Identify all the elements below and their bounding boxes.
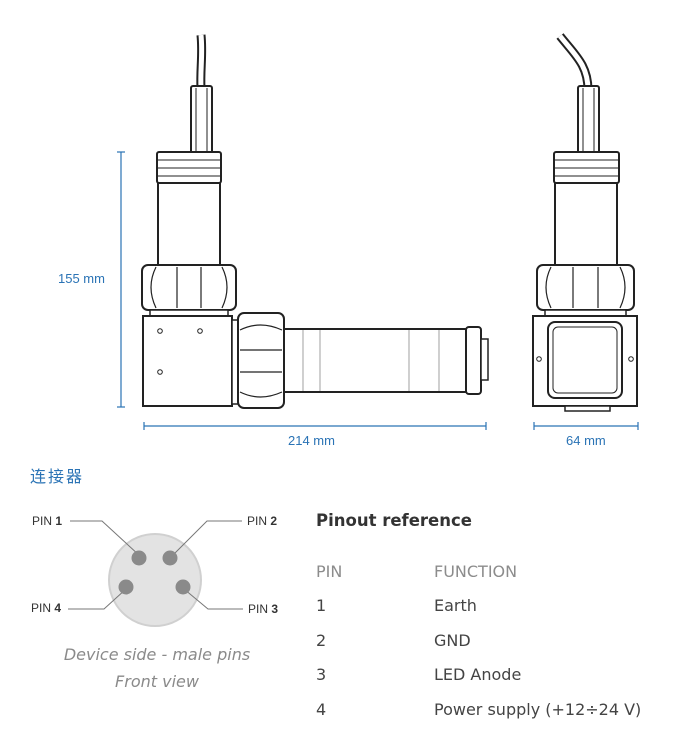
row-pin: 4 <box>316 700 327 719</box>
row-function: LED Anode <box>434 665 522 684</box>
connector-diagram <box>68 520 243 627</box>
pin-4-label: PIN 4 <box>31 601 62 615</box>
pin-2-label: PIN 2 <box>247 514 278 528</box>
pin-3 <box>175 579 191 595</box>
connector-caption-line1: Device side - male pins <box>63 645 251 664</box>
pin-4 <box>118 579 134 595</box>
side-view-drawing <box>141 34 489 409</box>
header-function: FUNCTION <box>434 562 518 581</box>
cable-gland <box>190 85 213 155</box>
pin-2 <box>162 550 178 566</box>
hex-nut <box>536 264 635 311</box>
pin-1 <box>131 550 147 566</box>
hex-nut <box>141 264 237 311</box>
body <box>157 182 221 266</box>
section-title: 连接器 <box>30 467 85 486</box>
connector-face <box>108 533 202 627</box>
pin-3-label: PIN 3 <box>248 602 279 616</box>
length-dimension: 214 mm <box>288 433 335 448</box>
row-pin: 2 <box>316 631 327 650</box>
row-pin: 1 <box>316 596 327 615</box>
front-view-drawing <box>532 33 638 412</box>
width-dimension: 64 mm <box>566 433 606 448</box>
height-dimension: 155 mm <box>58 271 105 286</box>
header-pin: PIN <box>316 562 343 581</box>
dimension-lines <box>117 151 639 430</box>
row-pin: 3 <box>316 665 327 684</box>
body <box>554 182 618 266</box>
cable-gland <box>577 85 600 155</box>
row-function: Earth <box>434 596 477 615</box>
pinout-title: Pinout reference <box>316 511 472 530</box>
row-function: Power supply (+12÷24 V) <box>434 700 642 719</box>
end-cap <box>465 326 482 395</box>
connector-caption-line2: Front view <box>115 672 199 691</box>
sensor-tube <box>283 328 468 393</box>
junction-box <box>142 315 233 407</box>
pin-1-label: PIN 1 <box>32 514 63 528</box>
row-function: GND <box>434 631 471 650</box>
